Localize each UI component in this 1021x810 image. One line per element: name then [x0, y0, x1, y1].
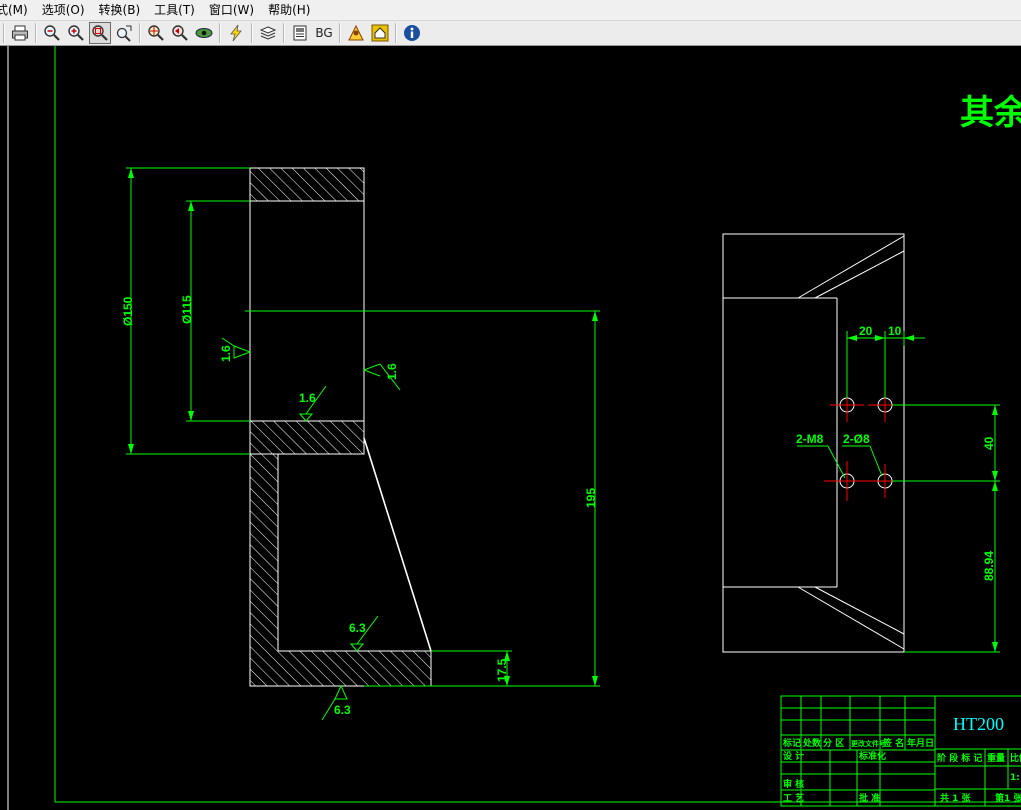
menu-convert[interactable]: 转换(B)	[98, 3, 141, 17]
toolbar-separator	[139, 23, 141, 43]
dimension-arrows	[128, 168, 598, 686]
layers-button[interactable]	[257, 22, 279, 44]
menu-options[interactable]: 选项(O)	[41, 3, 85, 17]
layers-icon	[259, 26, 277, 40]
title-block-labels: 标记 处数 分 区 更改文件号 签 名 年月日 设 计 标准化 审 核 工 艺 …	[782, 737, 1021, 804]
roughness-left-text: 1.6	[219, 345, 233, 362]
roughness-inner-text: 6.3	[349, 621, 366, 635]
m8-callout-text: 2-M8	[796, 432, 824, 446]
menu-window[interactable]: 窗口(W)	[208, 3, 255, 17]
thickness-17-5-text: 17.5	[495, 658, 509, 682]
info-icon	[404, 25, 420, 41]
label-change-doc: 更改文件号	[851, 739, 886, 748]
toolbar-separator	[395, 23, 397, 43]
side-dimension-arrows	[847, 335, 998, 652]
label-review: 审 核	[783, 778, 804, 790]
label-date: 年月日	[907, 737, 934, 749]
printer-icon	[12, 25, 28, 41]
background-button[interactable]: BG	[313, 22, 335, 44]
title-block	[780, 695, 1021, 807]
document-icon	[293, 25, 307, 41]
zoom-extents-button[interactable]	[145, 22, 167, 44]
side-view	[722, 233, 905, 653]
zoom-previous-icon	[172, 25, 188, 41]
print-button[interactable]	[9, 22, 31, 44]
scale-value: 1:	[1010, 773, 1020, 783]
dimension-lines	[126, 167, 600, 721]
dim-10-text: 10	[888, 324, 902, 338]
menu-format[interactable]: 式(M)	[0, 3, 28, 17]
pan-view-button[interactable]	[193, 22, 215, 44]
length-195-text: 195	[584, 488, 598, 508]
diameter-115-text: Ø115	[180, 295, 194, 324]
h8-callout-text: 2-Ø8	[843, 432, 870, 446]
zoom-previous-button[interactable]	[169, 22, 191, 44]
drawing-canvas[interactable]: 其余 Ø150 Ø115 195 17.	[0, 46, 1021, 810]
menu-bar: 式(M) 选项(O) 转换(B) 工具(T) 窗口(W) 帮助(H)	[0, 0, 1021, 21]
home-button[interactable]	[369, 22, 391, 44]
roughness-bottom-text: 6.3	[334, 703, 351, 717]
menu-tools[interactable]: 工具(T)	[154, 3, 195, 17]
diameter-150-text: Ø150	[121, 296, 135, 326]
label-zone: 分 区	[823, 737, 844, 749]
user-icon	[348, 24, 364, 41]
label-mark: 标记	[782, 737, 801, 749]
sheet-total: 共 1 张	[940, 792, 972, 804]
zoom-extents-icon	[148, 25, 164, 41]
zoom-realtime-button[interactable]	[113, 22, 135, 44]
lightning-icon	[230, 24, 242, 42]
zoom-out-icon	[44, 25, 60, 41]
dim-88-94-text: 88.94	[982, 551, 996, 581]
roughness-bore-text: 1.6	[299, 391, 316, 405]
toolbar-separator	[339, 23, 341, 43]
label-weight: 重量	[987, 752, 1005, 764]
dim-40-text: 40	[982, 436, 996, 450]
lightning-button[interactable]	[225, 22, 247, 44]
home-icon	[371, 24, 389, 42]
properties-button[interactable]	[289, 22, 311, 44]
toolbar-separator	[251, 23, 253, 43]
toolbar-separator	[35, 23, 37, 43]
eye-icon	[195, 28, 213, 38]
roughness-note-text: 其余	[960, 93, 1021, 133]
label-approve: 批 准	[859, 792, 880, 804]
zoom-window-icon	[92, 25, 108, 41]
material-text: HT200	[953, 714, 1004, 734]
menu-help[interactable]: 帮助(H)	[268, 3, 311, 17]
toolbar: BG	[0, 21, 1021, 46]
label-standard: 标准化	[858, 750, 886, 762]
user-button[interactable]	[345, 22, 367, 44]
bg-label: BG	[315, 26, 333, 40]
zoom-in-button[interactable]	[65, 22, 87, 44]
label-design: 设 计	[783, 750, 804, 762]
cad-drawing: 其余 Ø150 Ø115 195 17.	[7, 46, 1021, 810]
section-view	[249, 167, 432, 687]
about-button[interactable]	[401, 22, 423, 44]
toolbar-separator	[219, 23, 221, 43]
toolbar-separator	[3, 23, 5, 43]
zoom-in-icon	[68, 25, 84, 41]
label-stage: 阶 段 标 记	[937, 752, 982, 764]
zoom-out-button[interactable]	[41, 22, 63, 44]
zoom-window-button[interactable]	[89, 22, 111, 44]
drawing-border	[7, 46, 1021, 810]
roughness-right-text: 1.6	[385, 363, 399, 380]
sheet-number: 第1 张	[995, 792, 1021, 804]
label-scale: 比例	[1010, 752, 1021, 764]
toolbar-separator	[283, 23, 285, 43]
label-signature: 签 名	[882, 737, 904, 749]
zoom-realtime-icon	[116, 25, 132, 42]
dim-20-text: 20	[859, 324, 873, 338]
label-process: 工 艺	[783, 792, 804, 804]
label-count: 处数	[802, 737, 822, 749]
